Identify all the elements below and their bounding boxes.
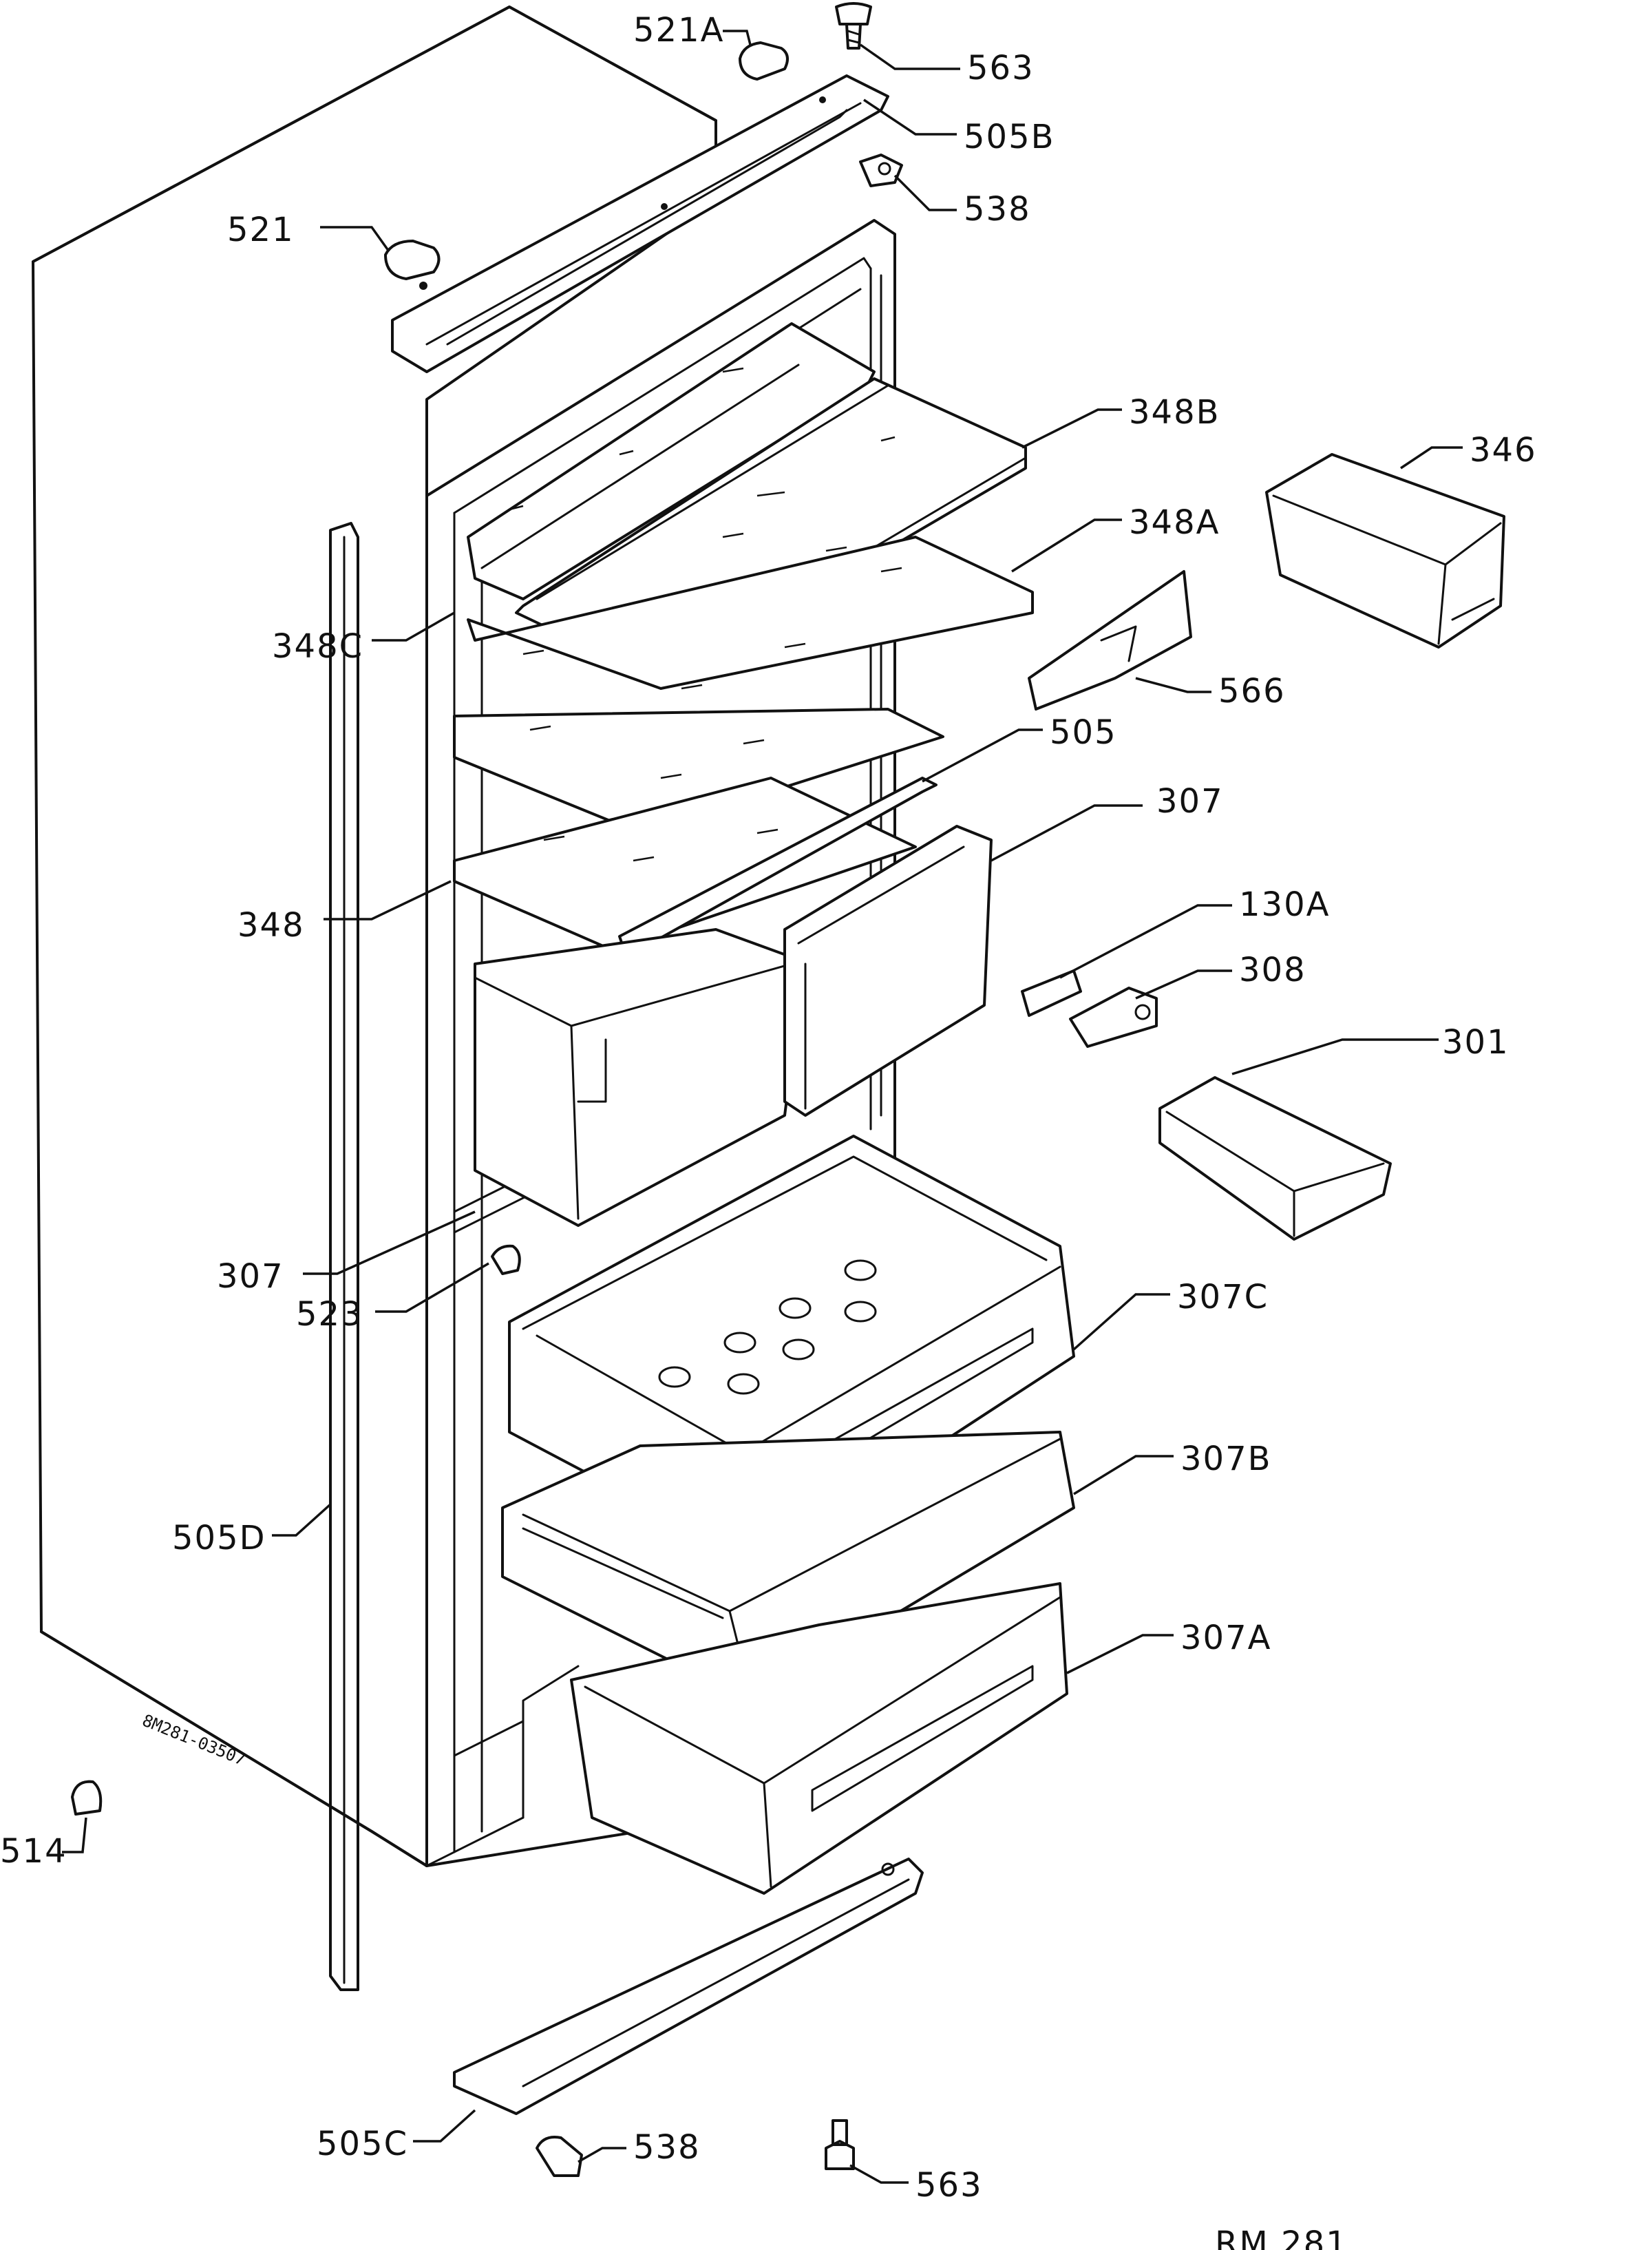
door-gasket-505D [329,522,359,1991]
label-521: 521 [227,211,295,249]
door-bin-346 [1265,453,1505,649]
hinge-pin-538-top [859,154,903,187]
egg-tray-566 [1028,570,1192,711]
crisper-307-right [783,825,993,1117]
label-307A: 307A [1180,1619,1271,1657]
label-505B: 505B [964,118,1055,156]
label-521A: 521A [633,11,724,50]
label-346: 346 [1470,431,1537,470]
label-307-left: 307 [217,1257,284,1296]
clip-130A [1021,969,1082,1017]
button-523 [491,1244,521,1275]
callout-labels: 521A 563 505B 538 521 348B 346 348A 348C… [0,11,1537,2250]
label-301: 301 [1442,1023,1510,1062]
bracket-308 [1069,987,1158,1048]
leader-lines [62,30,1463,2184]
screw-563-top [835,2,872,50]
hinge-pin-538-bottom [536,2136,583,2177]
label-348C: 348C [272,627,363,666]
foot-514 [71,1780,103,1816]
drawer-307A [570,1582,1068,1895]
label-505C: 505C [317,2125,408,2163]
crisper-307-left [474,928,793,1227]
label-514: 514 [0,1832,67,1871]
label-348A: 348A [1129,503,1220,542]
label-566: 566 [1218,672,1286,711]
hinge-cover-521A [739,41,789,81]
ice-tray-301 [1158,1076,1392,1241]
label-307-top: 307 [1156,782,1224,821]
label-523: 523 [296,1295,363,1334]
label-348B: 348B [1129,393,1220,432]
label-538-top: 538 [964,190,1031,229]
label-563-bottom: 563 [915,2166,983,2205]
screw-563-bottom [825,2119,855,2170]
label-563-top: 563 [967,49,1035,87]
label-505: 505 [1050,713,1117,752]
label-307B: 307B [1180,1440,1272,1478]
drawer-307B [501,1431,1075,1702]
bottom-hinge-505C [453,1858,924,2115]
label-308: 308 [1239,951,1306,989]
label-538-bottom: 538 [633,2128,701,2167]
glass-shelf-348A [467,536,1034,690]
glass-shelf-348 [453,708,944,834]
label-505D: 505D [172,1519,266,1557]
refrigerator-cabinet [32,6,896,1867]
label-130A: 130A [1239,885,1330,924]
glass-shelf-lower [453,777,917,951]
hinge-cover-521 [384,240,441,280]
drawing-code: RM 281 [1215,2225,1348,2250]
label-307C: 307C [1177,1278,1269,1316]
label-348: 348 [237,906,305,945]
